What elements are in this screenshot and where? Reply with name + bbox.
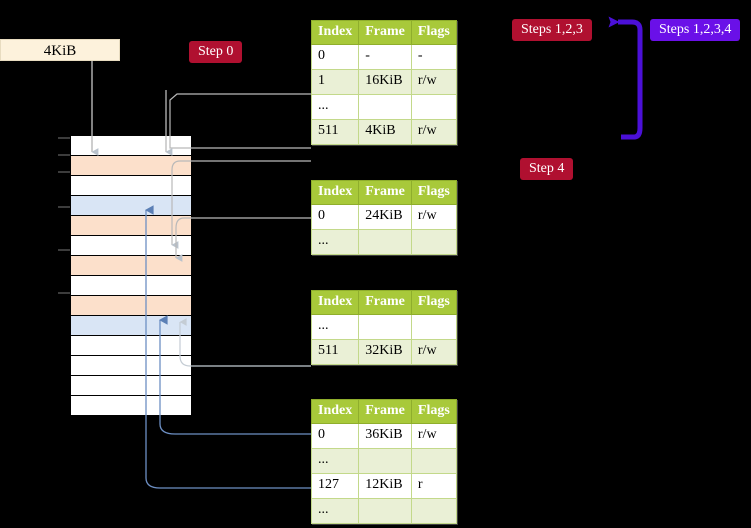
badge-steps-123: Steps 1,2,3 bbox=[512, 19, 592, 41]
connector-pdp-descend bbox=[171, 160, 311, 249]
column-header-flags: Flags bbox=[410, 180, 457, 205]
cell-flags: r/w bbox=[410, 69, 457, 95]
cell-index: 127 bbox=[310, 473, 360, 499]
cell-flags bbox=[410, 94, 457, 120]
table-row: 0-- bbox=[310, 44, 457, 70]
badge-step-0: Step 0 bbox=[189, 41, 243, 63]
cell-frame: 12KiB bbox=[358, 473, 412, 499]
memory-row-7 bbox=[71, 276, 191, 296]
table-row: ... bbox=[310, 314, 457, 340]
cell-flags: r/w bbox=[410, 204, 457, 230]
connector-pml4-row511 bbox=[169, 93, 311, 149]
column-header-index: Index bbox=[310, 20, 360, 45]
memory-row-13 bbox=[71, 396, 191, 416]
cell-index: ... bbox=[310, 229, 360, 255]
connector-pdp-row0 bbox=[175, 217, 311, 262]
memory-row-10 bbox=[71, 336, 191, 356]
column-header-frame: Frame bbox=[358, 399, 412, 424]
cell-index: ... bbox=[310, 314, 360, 340]
column-header-index: Index bbox=[310, 290, 360, 315]
column-header-flags: Flags bbox=[410, 20, 457, 45]
badge-step-4: Step 4 bbox=[520, 158, 574, 180]
cell-frame bbox=[358, 229, 412, 255]
column-header-frame: Frame bbox=[358, 20, 412, 45]
cell-flags bbox=[410, 498, 457, 524]
cell-flags: r/w bbox=[410, 119, 457, 145]
memory-row-8 bbox=[71, 296, 191, 316]
cell-frame bbox=[358, 498, 412, 524]
column-header-flags: Flags bbox=[410, 399, 457, 424]
cell-frame: - bbox=[358, 44, 412, 70]
purple-bracket-arrow bbox=[608, 16, 643, 140]
column-header-flags: Flags bbox=[410, 290, 457, 315]
cell-index: ... bbox=[310, 94, 360, 120]
cell-index: 0 bbox=[310, 44, 360, 70]
physical-memory-column bbox=[70, 135, 191, 416]
cell-flags: r/w bbox=[410, 339, 457, 365]
memory-row-3 bbox=[71, 196, 191, 216]
cell-flags bbox=[410, 448, 457, 474]
badge-steps-1234: Steps 1,2,3,4 bbox=[650, 19, 741, 41]
cell-index: ... bbox=[310, 498, 360, 524]
cell-frame: 24KiB bbox=[358, 204, 412, 230]
memory-row-2 bbox=[71, 176, 191, 196]
memory-row-0 bbox=[71, 136, 191, 156]
cell-index: 511 bbox=[310, 119, 360, 145]
memory-row-9 bbox=[71, 316, 191, 336]
column-header-index: Index bbox=[310, 399, 360, 424]
cell-frame bbox=[358, 94, 412, 120]
cell-flags: - bbox=[410, 44, 457, 70]
memory-row-5 bbox=[71, 236, 191, 256]
cell-frame bbox=[358, 314, 412, 340]
cell-frame: 16KiB bbox=[358, 69, 412, 95]
cell-flags bbox=[410, 314, 457, 340]
connector-pd-row511 bbox=[179, 318, 311, 367]
cell-frame: 36KiB bbox=[358, 423, 412, 449]
memory-size-box: 4KiB bbox=[0, 39, 120, 61]
cell-flags bbox=[410, 229, 457, 255]
cell-index: 1 bbox=[310, 69, 360, 95]
cell-frame bbox=[358, 448, 412, 474]
table-row: ... bbox=[310, 448, 457, 474]
column-header-index: Index bbox=[310, 180, 360, 205]
cell-index: 0 bbox=[310, 204, 360, 230]
cell-index: ... bbox=[310, 448, 360, 474]
memory-row-4 bbox=[71, 216, 191, 236]
column-header-frame: Frame bbox=[358, 180, 412, 205]
cell-index: 0 bbox=[310, 423, 360, 449]
table-row: ... bbox=[310, 498, 457, 524]
table-row: ... bbox=[310, 94, 457, 120]
memory-row-1 bbox=[71, 156, 191, 176]
table-row: ... bbox=[310, 229, 457, 255]
cell-frame: 32KiB bbox=[358, 339, 412, 365]
memory-row-6 bbox=[71, 256, 191, 276]
column-header-frame: Frame bbox=[358, 290, 412, 315]
cell-index: 511 bbox=[310, 339, 360, 365]
cell-flags: r/w bbox=[410, 423, 457, 449]
memory-column-ticks bbox=[58, 137, 70, 294]
memory-row-12 bbox=[71, 376, 191, 396]
memory-row-11 bbox=[71, 356, 191, 376]
cell-frame: 4KiB bbox=[358, 119, 412, 145]
cell-flags: r bbox=[410, 473, 457, 499]
